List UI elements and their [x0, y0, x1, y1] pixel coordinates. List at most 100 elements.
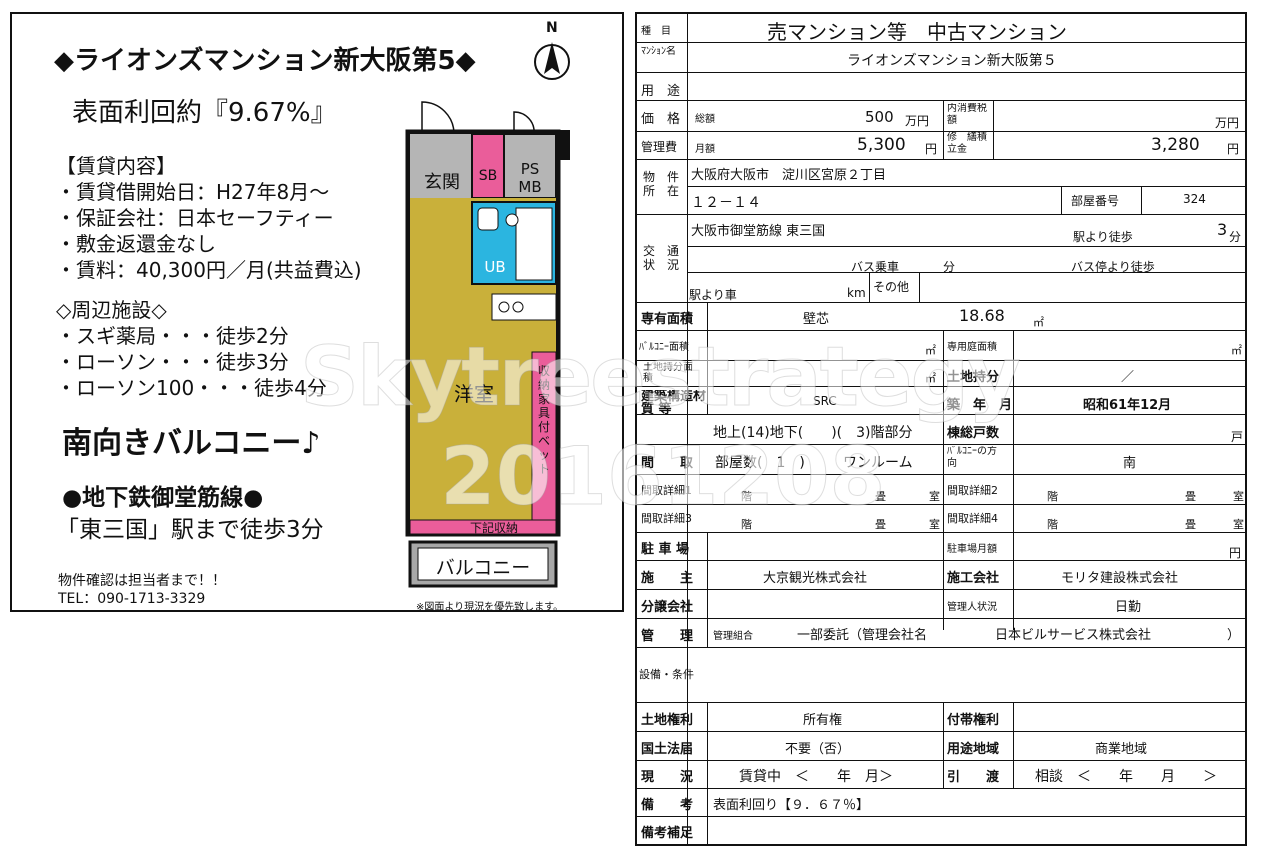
value-floors: 地上(14)地下( )( 3)階部分	[713, 425, 913, 441]
plan-mb: MB	[518, 178, 542, 196]
lease-item: ・賃貸借開始日：H27年8月～	[56, 180, 330, 204]
plan-note: ※図面より現況を優先致します。	[416, 602, 564, 613]
value-national-law: 不要（否）	[785, 742, 851, 757]
floor-plan: 玄関 SB PS MB UB 洋室 収納家具付ベット 下記収納 バルコニー	[404, 82, 574, 592]
plan-under-storage: 下記収納	[469, 521, 518, 535]
lease-item: ・保証会社：日本セーフティー	[56, 206, 334, 230]
value-room-no: 324	[1183, 192, 1206, 206]
close-paren: ）	[1227, 628, 1241, 643]
unit-bus: 分	[943, 260, 956, 274]
detail1-floor: 階	[741, 490, 752, 503]
label-traffic: 交 通状 況	[643, 244, 680, 272]
label-assoc: 管理組合	[713, 631, 753, 642]
label-detail4: 間取詳細4	[947, 512, 998, 525]
subway-line: ●地下鉄御堂筋線●	[62, 485, 264, 511]
unit-mgmt: 円	[925, 142, 938, 156]
contact-tel: TEL：090-1713-3329	[58, 591, 206, 607]
label-land-share2: 土地持分	[947, 370, 1000, 385]
value-structure: SRC	[813, 394, 837, 408]
label-builder: 施工会社	[947, 571, 1000, 586]
value-zoning: 商業地域	[1095, 742, 1148, 757]
value-mgmt: 5,300	[857, 135, 906, 155]
unit-balcony-area: ㎡	[925, 344, 936, 357]
unit-land-share: ㎡	[925, 372, 936, 385]
label-balcony-area: ﾊﾞﾙｺﾆｰ面積	[639, 342, 689, 353]
value-repair: 3,280	[1151, 135, 1200, 155]
value-mgmt-company: 日本ビルサービス株式会社	[995, 628, 1152, 643]
label-detail3: 間取詳細3	[641, 512, 692, 525]
detail2-floor: 階	[1047, 490, 1058, 503]
label-status: 現 況	[641, 770, 694, 785]
label-zoning: 用途地域	[947, 742, 1000, 757]
label-location: 物 件所 在	[643, 170, 680, 198]
label-tax: 内消費税 額	[947, 103, 991, 126]
label-mgmt: 管理費	[641, 140, 678, 154]
label-walk: 駅より徒歩	[1073, 230, 1133, 244]
value-land-share2: ／	[1121, 370, 1135, 385]
plan-storage-bed: 収納家具付ベット	[537, 364, 550, 476]
property-flyer: ◆ライオンズマンション新大阪第5◆ N 表面利回約『9.67%』 【賃貸内容】 …	[10, 12, 624, 613]
value-type: 売マンション等 中古マンション	[767, 20, 1067, 44]
label-detail1: 間取詳細1	[641, 484, 692, 497]
detail2-room: 室	[1233, 490, 1244, 503]
lease-item: ・賃料：40,300円／月(共益費込)	[56, 258, 362, 282]
detail4-room: 室	[1233, 518, 1244, 531]
label-owner: 施 主	[641, 571, 694, 586]
unit-units: 戸	[1231, 430, 1244, 444]
value-consign: 一部委託（管理会社名	[797, 628, 928, 643]
value-line-station: 大阪市御堂筋線 東三国	[691, 224, 826, 239]
watermark-line2: 20161208	[439, 430, 886, 524]
value-owner: 大京観光株式会社	[763, 571, 868, 586]
value-manager-status: 日勤	[1115, 600, 1142, 615]
plan-ub: UB	[484, 258, 506, 276]
label-bus-stop: バス停より徒歩	[1071, 260, 1155, 274]
label-price: 価 格	[641, 112, 681, 127]
value-status: 賃貸中 ＜ 年 月＞	[739, 769, 893, 785]
label-structure: 建築構造材 質 等	[641, 390, 707, 416]
lease-item: ・敷金返還金なし	[56, 232, 216, 256]
value-area: 18.68	[959, 306, 1005, 325]
value-rooms: 部屋数( 1 )	[715, 455, 805, 471]
plan-balcony: バルコニー	[435, 557, 531, 579]
flyer-title: ◆ライオンズマンション新大阪第5◆	[54, 46, 476, 76]
label-attached-right: 付帯権利	[947, 713, 1000, 728]
label-total: 総額	[695, 114, 715, 125]
unit-km: km	[847, 286, 866, 300]
label-car: 駅より車	[689, 288, 737, 302]
yield-text: 表面利回約『9.67%』	[72, 98, 337, 128]
detail2-tatami: 畳	[1185, 490, 1196, 503]
detail1-room: 室	[929, 490, 940, 503]
unit-repair: 円	[1227, 142, 1240, 156]
value-builder: モリタ建設株式会社	[1061, 571, 1179, 586]
label-remarks: 備 考	[641, 798, 694, 813]
label-direction: ﾊﾞﾙｺﾆｰの方 向	[947, 446, 1007, 469]
value-address2: １２－１４	[691, 195, 761, 211]
label-repair: 修 繕積立金	[947, 132, 987, 155]
label-management: 管 理	[641, 629, 694, 644]
nearby-item: ・ローソン100・・・徒歩4分	[56, 376, 327, 400]
plan-genkan: 玄関	[424, 172, 460, 193]
value-price: 500	[865, 108, 894, 126]
value-built: 昭和61年12月	[1083, 398, 1172, 413]
unit-parking-fee: 円	[1229, 546, 1242, 560]
north-arrow-icon: N	[532, 20, 572, 82]
label-remarks2: 備考補足	[641, 826, 694, 841]
label-layout: 間 取	[641, 456, 694, 471]
label-name: ﾏﾝｼｮﾝ名	[641, 46, 676, 57]
unit-area: ㎡	[1033, 316, 1044, 329]
unit-tax: 万円	[1215, 116, 1240, 130]
label-garden: 専用庭面積	[947, 342, 997, 353]
property-spec-sheet: 種 目 売マンション等 中古マンション ﾏﾝｼｮﾝ名 ライオンズマンション新大阪…	[635, 12, 1247, 846]
label-land-share: 土地持分面 積	[643, 362, 703, 384]
lease-header: 【賃貸内容】	[56, 154, 176, 178]
label-detail2: 間取詳細2	[947, 484, 998, 497]
value-walk-min: 3	[1217, 220, 1228, 239]
label-room-no: 部屋番号	[1071, 194, 1120, 208]
label-wall: 壁芯	[803, 312, 830, 327]
label-monthly: 月額	[695, 144, 715, 155]
plan-sb: SB	[478, 168, 498, 184]
label-units: 棟総戸数	[947, 426, 1000, 441]
value-address1: 大阪府大阪市 淀川区宮原２丁目	[691, 168, 887, 183]
north-label: N	[546, 20, 558, 36]
unit-price: 万円	[905, 114, 930, 128]
